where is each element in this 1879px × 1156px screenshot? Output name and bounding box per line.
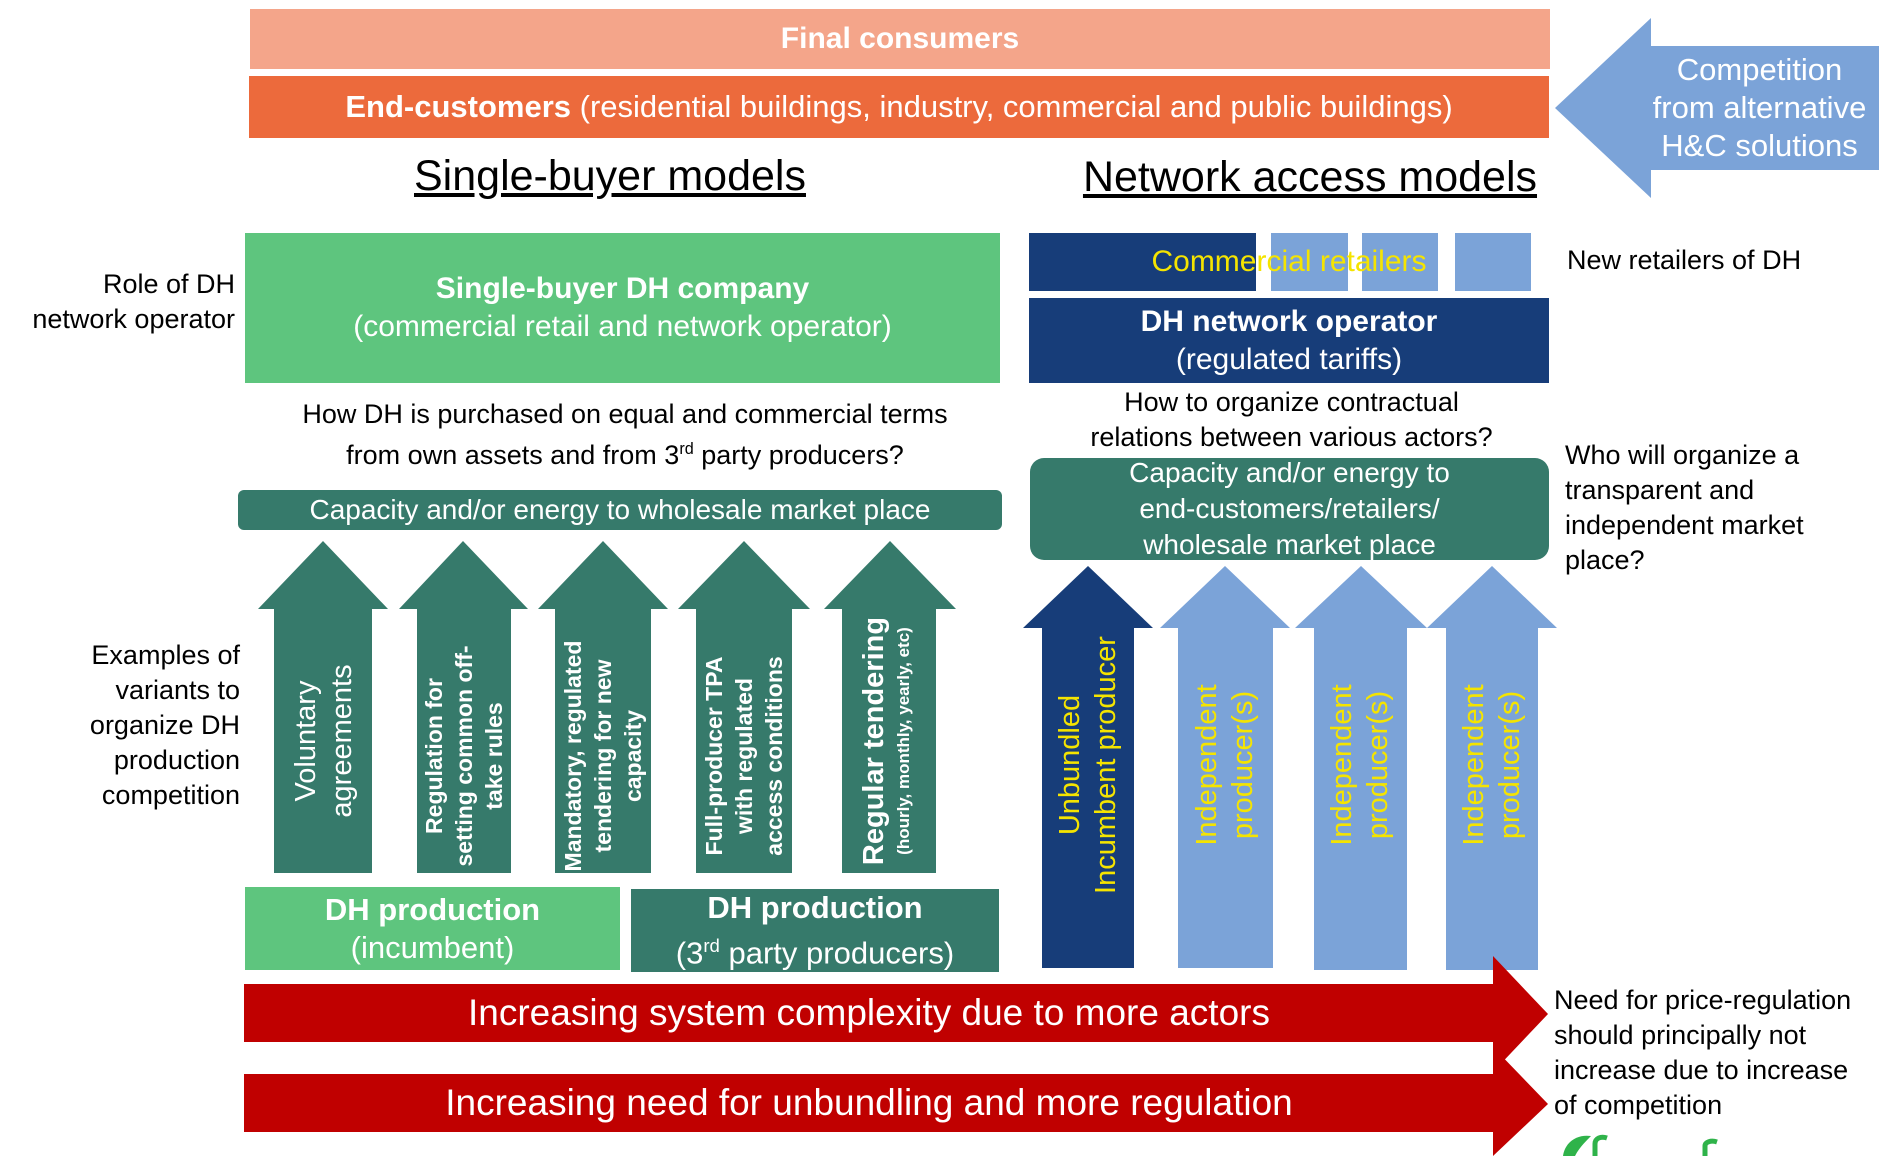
retailer-block-light-1 — [1271, 233, 1348, 291]
single-buyer-company-subtitle: (commercial retail and network operator) — [353, 310, 892, 343]
examples-line4: production — [113, 745, 240, 775]
capacity-line2: end-customers/retailers/ — [1139, 493, 1440, 524]
competition-line1: Competition — [1676, 52, 1843, 87]
competition-line2: from alternative — [1652, 90, 1867, 125]
price-regulation-note: Need for price-regulation should princip… — [1554, 983, 1879, 1123]
dh-network-operator-title: DH network operator — [1140, 304, 1438, 338]
unbundling-text-box: Increasing need for unbundling and more … — [244, 1074, 1494, 1132]
question-line2-sup: rd — [679, 440, 694, 458]
question-line2-b: party producers? — [693, 440, 904, 470]
wholesale-market-label: Capacity and/or energy to wholesale mark… — [309, 494, 931, 525]
arrow-mandatory-tendering — [538, 541, 668, 873]
retailer-block-dark — [1029, 233, 1256, 291]
competition-arrow-shape — [1555, 18, 1879, 198]
capacity-end-customers-box: Capacity and/or energy to end-customers/… — [1030, 457, 1549, 560]
logo-fragment — [1563, 1134, 1718, 1156]
final-consumers-bar: Final consumers — [250, 9, 1550, 69]
arrow-independent-3 — [1427, 566, 1557, 970]
examples-line1: Examples of — [91, 640, 240, 670]
network-access-question: How to organize contractual relations be… — [1029, 385, 1554, 455]
third-subtitle-a: (3 — [675, 935, 704, 971]
competition-line3: H&C solutions — [1661, 128, 1858, 163]
single-buyer-company-box: Single-buyer DH company (commercial reta… — [245, 233, 1000, 383]
arrow-independent-2 — [1295, 566, 1427, 970]
who-line4: place? — [1565, 545, 1645, 575]
new-retailers-text: New retailers of DH — [1567, 245, 1802, 275]
examples-line5: competition — [101, 780, 240, 810]
dh-production-third-title: DH production — [707, 889, 923, 925]
network-question-line2: relations between various actors? — [1090, 422, 1493, 452]
who-line1: Who will organize a — [1565, 440, 1800, 470]
unbundling-text: Increasing need for unbundling and more … — [445, 1082, 1293, 1123]
dh-production-incumbent-title: DH production — [324, 891, 541, 927]
dh-network-operator-box: DH network operator (regulated tariffs) — [1029, 298, 1549, 383]
network-question-line1: How to organize contractual — [1124, 387, 1459, 417]
commercial-retailers-label: Commercial retailers — [1151, 245, 1427, 278]
who-organize-label: Who will organize a transparent and inde… — [1565, 438, 1875, 578]
network-access-heading: Network access models — [1040, 147, 1580, 207]
who-line2: transparent and — [1565, 475, 1755, 505]
single-buyer-question: How DH is purchased on equal and commerc… — [245, 397, 1005, 473]
arrow-regular-tendering — [824, 541, 956, 873]
complexity-text: Increasing system complexity due to more… — [468, 992, 1270, 1033]
price-note-line1: Need for price-regulation — [1554, 985, 1852, 1015]
logo-letter-shape-2 — [1702, 1138, 1718, 1156]
examples-line2: variants to — [115, 675, 240, 705]
arrow-full-producer-tpa — [678, 541, 810, 873]
dh-production-third-subtitle: (3rd party producers) — [676, 927, 954, 972]
price-note-line3: increase due to increase — [1554, 1055, 1849, 1085]
final-consumers-label: Final consumers — [780, 22, 1020, 55]
dh-production-incumbent-box: DH production (incumbent) — [245, 887, 620, 970]
who-line3: independent market — [1565, 510, 1804, 540]
dh-production-third-box: DH production (3rd party producers) — [631, 889, 999, 972]
role-label-line1: Role of DH — [102, 269, 235, 299]
wholesale-market-bar: Capacity and/or energy to wholesale mark… — [238, 490, 1002, 530]
dh-network-operator-subtitle: (regulated tariffs) — [1175, 342, 1403, 376]
role-label-line2: network operator — [32, 304, 235, 334]
capacity-line1: Capacity and/or energy to — [1129, 457, 1450, 488]
end-customers-bar: End-customers (residential buildings, in… — [249, 76, 1549, 138]
commercial-retailers-label-box: Commercial retailers — [1029, 233, 1549, 291]
price-note-line4: of competition — [1554, 1090, 1723, 1120]
red-arrow-complexity — [244, 956, 1548, 1072]
single-buyer-question-line2: from own assets and from 3rd party produ… — [245, 432, 1005, 473]
logo-letter-shape — [1592, 1134, 1608, 1156]
arrow-common-offtake — [399, 541, 528, 873]
retailer-block-light-2 — [1362, 233, 1438, 291]
third-subtitle-b: party producers) — [719, 935, 955, 971]
arrow-independent-1 — [1160, 566, 1290, 968]
single-buyer-heading-text: Single-buyer models — [414, 151, 806, 200]
red-arrow-unbundling — [244, 1047, 1548, 1156]
logo-leaf-shape — [1563, 1135, 1591, 1156]
network-access-heading-text: Network access models — [1082, 152, 1538, 201]
third-subtitle-sup: rd — [703, 934, 720, 956]
arrow-voluntary-agreements — [258, 541, 388, 873]
role-label: Role of DH network operator — [0, 267, 235, 337]
single-buyer-question-line1: How DH is purchased on equal and commerc… — [302, 399, 948, 429]
question-line2-a: from own assets and from 3 — [346, 440, 680, 470]
complexity-text-box: Increasing system complexity due to more… — [244, 984, 1494, 1042]
competition-arrow-text: Competition from alternative H&C solutio… — [1640, 46, 1879, 170]
single-buyer-company-title: Single-buyer DH company — [435, 272, 810, 305]
competition-arrow — [1555, 18, 1879, 198]
single-buyer-heading: Single-buyer models — [330, 146, 890, 206]
dh-production-incumbent-subtitle: (incumbent) — [350, 929, 515, 965]
end-customers-label-bold: End-customers — [345, 89, 572, 124]
new-retailers-label: New retailers of DH — [1567, 245, 1801, 276]
arrow-unbundled-incumbent — [1023, 566, 1153, 968]
retailer-block-light-3 — [1455, 233, 1531, 291]
examples-label: Examples of variants to organize DH prod… — [0, 638, 240, 813]
capacity-line3: wholesale market place — [1143, 529, 1436, 560]
price-note-line2: should principally not — [1554, 1020, 1807, 1050]
end-customers-label-rest: (residential buildings, industry, commer… — [571, 89, 1453, 124]
examples-line3: organize DH — [89, 710, 240, 740]
